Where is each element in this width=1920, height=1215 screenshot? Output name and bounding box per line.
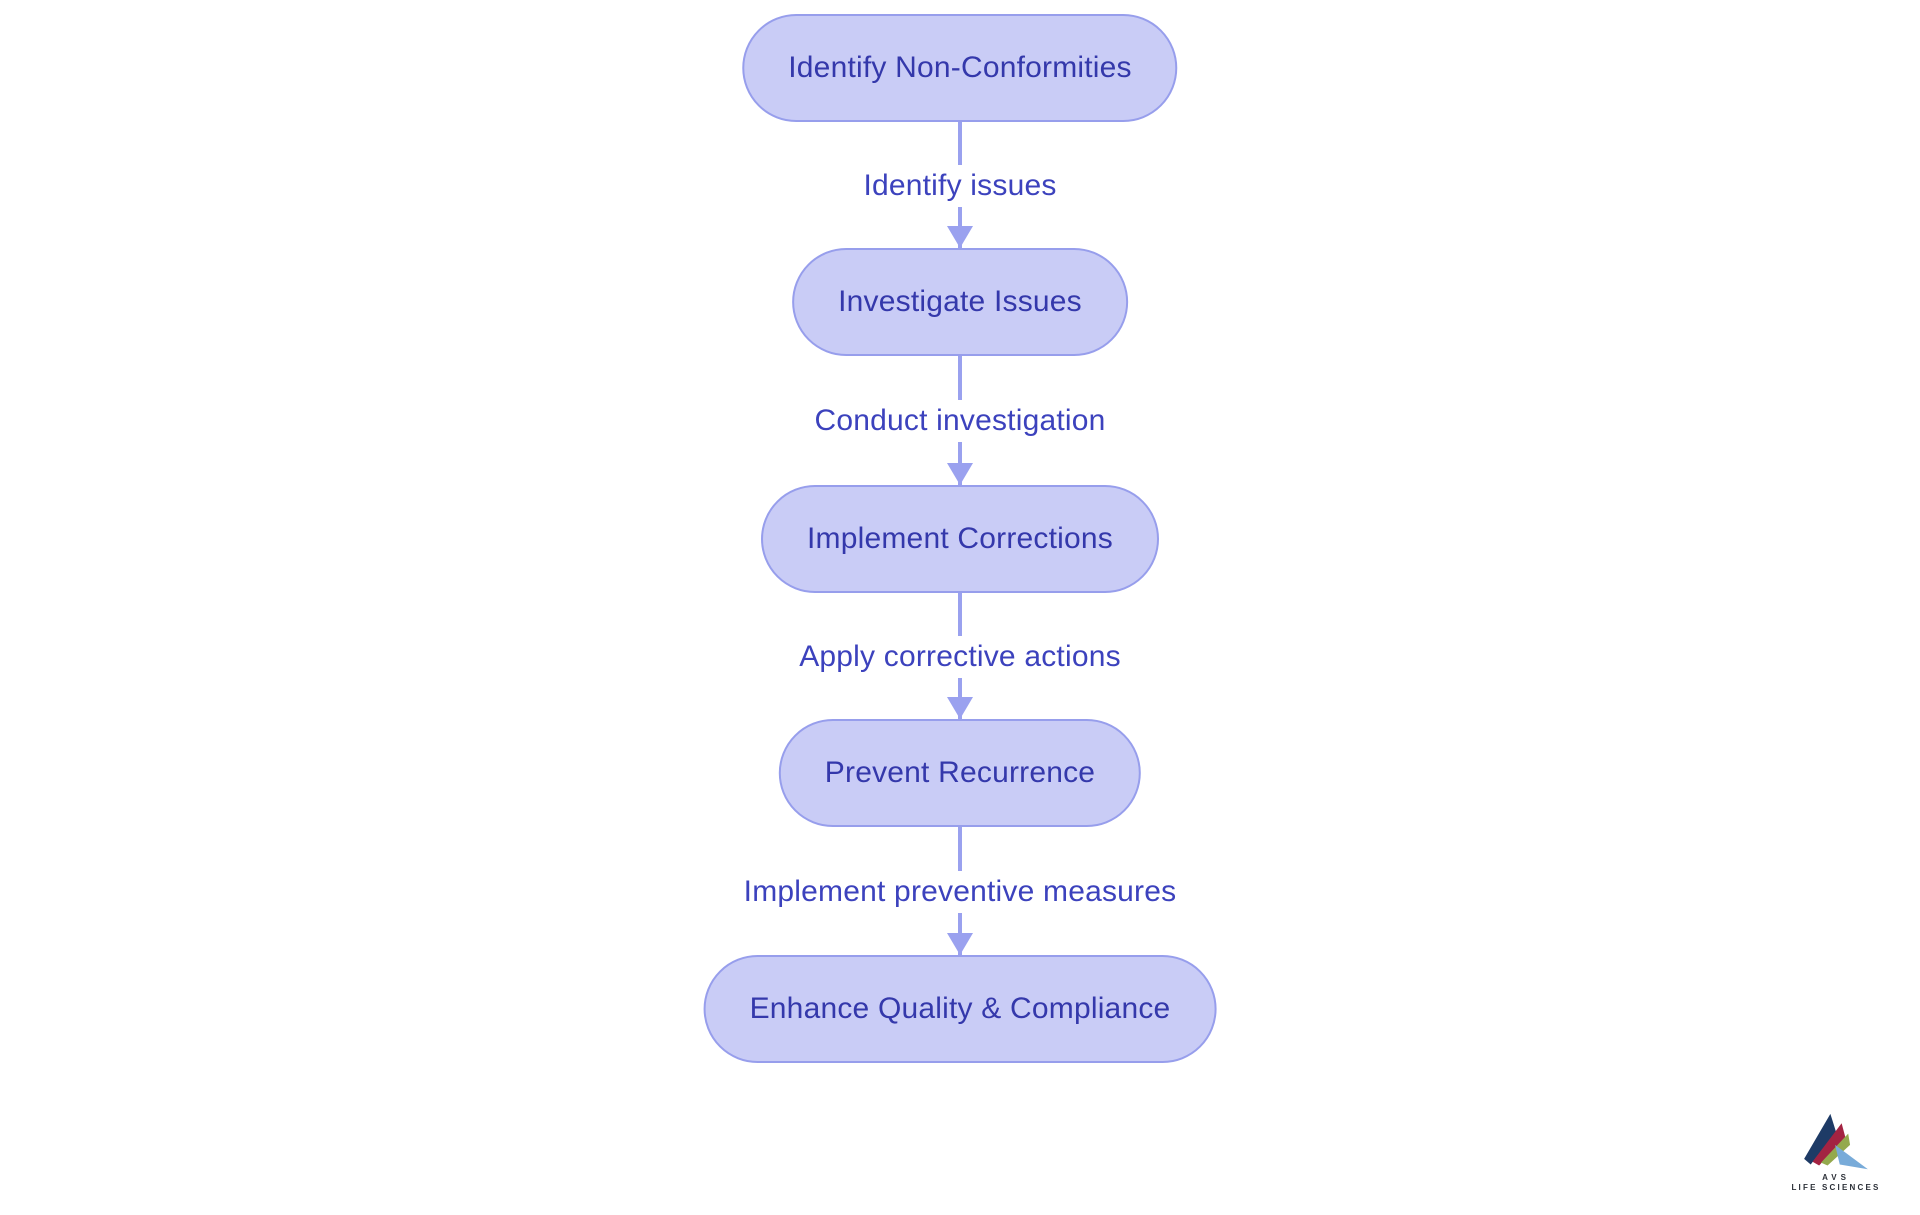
arrowhead-icon: [947, 463, 973, 485]
flow-node-identify-non-conformities: Identify Non-Conformities: [742, 14, 1178, 122]
logo-text-life-sciences: LIFE SCIENCES: [1791, 1183, 1881, 1192]
arrowhead-icon: [947, 933, 973, 955]
flow-node-label: Investigate Issues: [838, 285, 1082, 318]
flow-node-implement-corrections: Implement Corrections: [761, 485, 1159, 593]
avs-life-sciences-logo: AVS LIFE SCIENCES: [1788, 1112, 1884, 1192]
flow-node-label: Identify Non-Conformities: [788, 51, 1132, 84]
flow-node-enhance-quality-compliance: Enhance Quality & Compliance: [703, 955, 1217, 1063]
flow-node-investigate-issues: Investigate Issues: [792, 248, 1128, 356]
flow-node-label: Enhance Quality & Compliance: [749, 992, 1171, 1025]
flow-node-label: Prevent Recurrence: [824, 756, 1096, 789]
flow-node-prevent-recurrence: Prevent Recurrence: [778, 719, 1142, 827]
logo-text-avs: AVS: [1822, 1173, 1850, 1182]
edge-label-apply-corrective-actions: Apply corrective actions: [789, 636, 1131, 678]
edge-label-conduct-investigation: Conduct investigation: [804, 400, 1116, 442]
arrowhead-icon: [947, 697, 973, 719]
flow-node-label: Implement Corrections: [807, 522, 1113, 555]
edge-label-implement-preventive-measures: Implement preventive measures: [733, 871, 1187, 913]
logo-shards-icon: [1804, 1113, 1868, 1170]
arrowhead-icon: [947, 226, 973, 248]
edge-label-identify-issues: Identify issues: [853, 165, 1067, 207]
